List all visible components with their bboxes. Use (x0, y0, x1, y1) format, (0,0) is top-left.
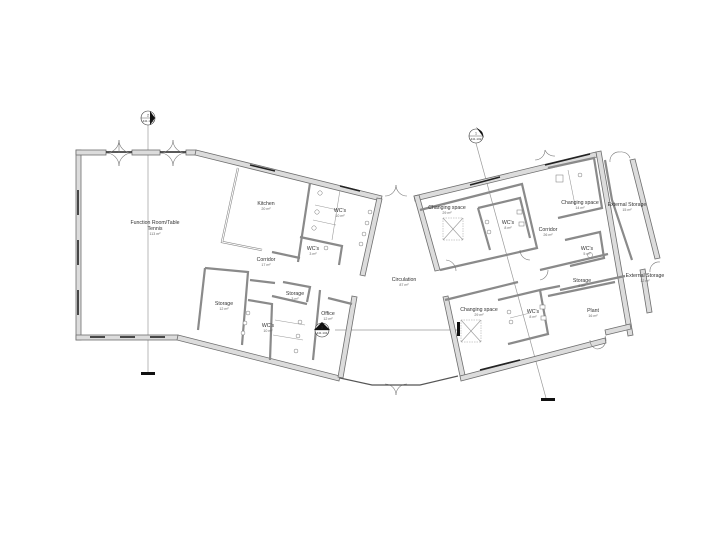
room-wcs-small-left: WC's 3 m² (307, 246, 320, 256)
right-wing-fixtures (457, 172, 593, 336)
svg-text:8 m²: 8 m² (578, 284, 586, 288)
svg-text:10 m²: 10 m² (263, 329, 273, 333)
svg-text:29 m²: 29 m² (474, 313, 484, 317)
svg-text:14 m²: 14 m² (575, 206, 585, 210)
svg-text:5 m²: 5 m² (583, 252, 591, 256)
svg-text:Tennis: Tennis (148, 226, 163, 232)
svg-text:Plant: Plant (587, 308, 599, 314)
svg-text:Office: Office (321, 311, 335, 317)
section-marker-1: 1 441.102 (468, 127, 484, 144)
svg-text:29 m²: 29 m² (442, 211, 452, 215)
svg-text:17 m²: 17 m² (261, 263, 271, 267)
right-wing-partitions (419, 156, 634, 346)
svg-text:Storage: Storage (215, 301, 233, 307)
svg-text:3: 3 (321, 326, 323, 330)
svg-text:Storage: Storage (286, 291, 304, 297)
svg-text:External Storage: External Storage (608, 202, 647, 208)
svg-text:87 m²: 87 m² (399, 283, 409, 287)
room-wcs-lower-left: WC's 10 m² (262, 323, 275, 333)
svg-text:Kitchen: Kitchen (257, 201, 274, 207)
left-wing-walls (75, 149, 383, 382)
room-wcs-upper-right: WC's 8 m² (502, 220, 515, 230)
left-wing-doors (105, 139, 187, 167)
svg-text:3 m²: 3 m² (309, 252, 317, 256)
right-wing-doors (445, 149, 661, 350)
room-corridor-right: Corridor 26 m² (539, 227, 558, 237)
room-changing-space-lower: Changing space 29 m² (460, 307, 498, 317)
room-storage-small-left: Storage 3 m² (286, 291, 304, 301)
room-storage-left: Storage 12 m² (215, 301, 233, 311)
room-storage-right: Storage 8 m² (573, 278, 591, 288)
svg-text:8 m²: 8 m² (504, 226, 512, 230)
room-plant: Plant 16 m² (587, 308, 599, 318)
svg-text:Changing space: Changing space (428, 205, 466, 211)
svg-text:16 m²: 16 m² (588, 314, 598, 318)
svg-text:8 m²: 8 m² (529, 315, 537, 319)
room-external-storage-upper: External Storage 15 m² (608, 202, 647, 212)
svg-text:WC's: WC's (262, 323, 275, 329)
svg-text:441.103: 441.103 (143, 119, 154, 123)
section-marker-3: 3 441.104 (314, 322, 330, 338)
svg-text:Storage: Storage (573, 278, 591, 284)
right-wing-walls (413, 150, 661, 382)
svg-text:Corridor: Corridor (257, 257, 276, 263)
room-corridor-left: Corridor 17 m² (257, 257, 276, 267)
left-wing-partitions (196, 167, 353, 361)
svg-text:1: 1 (475, 132, 477, 136)
left-wing-fixtures (240, 190, 373, 354)
svg-text:WC's: WC's (334, 208, 347, 214)
svg-text:External Storage: External Storage (626, 273, 665, 279)
svg-text:12 m²: 12 m² (640, 279, 650, 283)
room-function-room: Function Room/Table Tennis 113 m² (130, 220, 179, 236)
room-external-storage-lower: External Storage 12 m² (626, 273, 665, 283)
svg-text:12 m²: 12 m² (323, 317, 333, 321)
section-marker-2: 2 441.103 (140, 110, 156, 126)
svg-text:Function Room/Table: Function Room/Table (130, 220, 179, 226)
svg-text:3 m²: 3 m² (291, 297, 299, 301)
room-wcs-lower-right: WC's 8 m² (527, 309, 540, 319)
svg-text:WC's: WC's (307, 246, 320, 252)
svg-text:10 m²: 10 m² (335, 214, 345, 218)
room-changing-space-upper: Changing space 29 m² (428, 205, 466, 215)
svg-text:WC's: WC's (581, 246, 594, 252)
room-labels: Function Room/Table Tennis 113 m² Kitche… (130, 200, 664, 333)
room-wcs-upper-left: WC's 10 m² (334, 208, 347, 218)
svg-text:Changing space: Changing space (561, 200, 599, 206)
room-circulation: Circulation 87 m² (392, 277, 417, 287)
svg-text:441.102: 441.102 (471, 137, 482, 141)
svg-text:26 m²: 26 m² (543, 233, 553, 237)
circulation-doors (339, 184, 459, 396)
svg-text:Corridor: Corridor (539, 227, 558, 233)
svg-text:15 m²: 15 m² (622, 208, 632, 212)
room-wcs-right: WC's 5 m² (581, 246, 594, 256)
svg-text:113 m²: 113 m² (150, 232, 162, 236)
svg-text:Circulation: Circulation (392, 277, 417, 283)
svg-text:2: 2 (147, 114, 149, 118)
room-kitchen: Kitchen 20 m² (257, 201, 274, 211)
svg-text:12 m²: 12 m² (219, 307, 229, 311)
svg-text:WC's: WC's (502, 220, 515, 226)
svg-text:20 m²: 20 m² (261, 207, 271, 211)
room-office: Office 12 m² (321, 311, 335, 321)
room-changing-space-small: Changing space 14 m² (561, 200, 599, 210)
svg-text:WC's: WC's (527, 309, 540, 315)
svg-text:441.104: 441.104 (317, 331, 328, 335)
svg-text:Changing space: Changing space (460, 307, 498, 313)
